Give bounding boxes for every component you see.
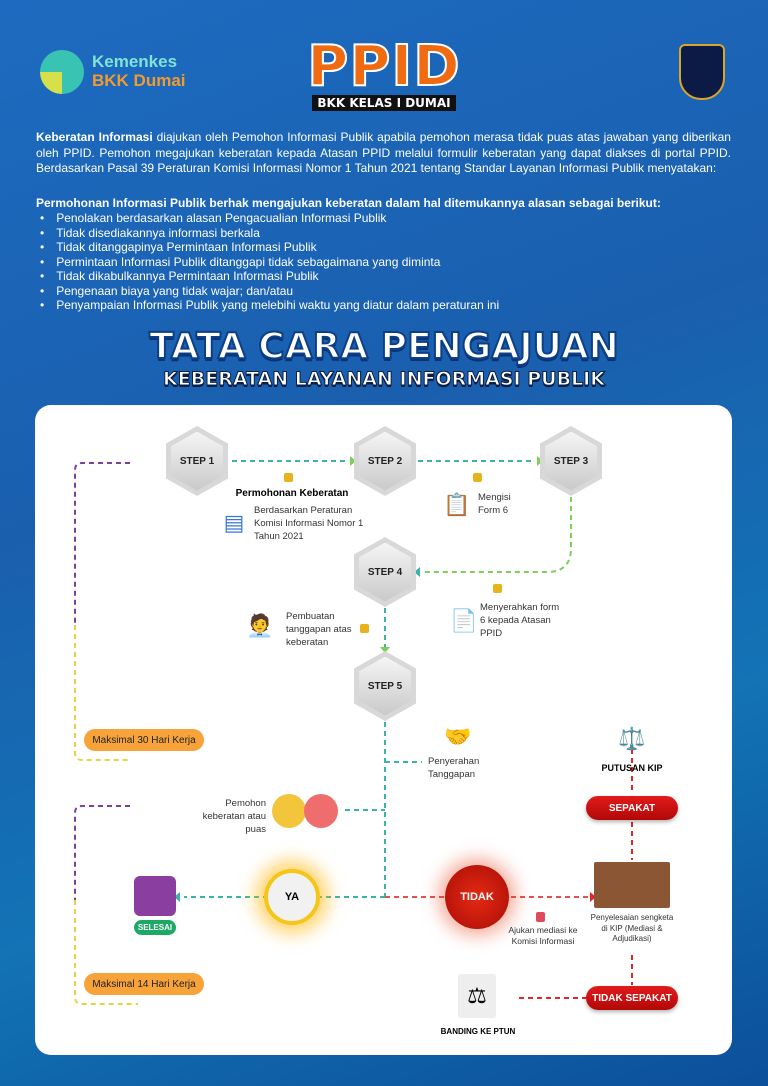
connector	[517, 750, 633, 999]
sepakat-pill: SEPAKAT	[586, 796, 678, 820]
emblem-icon	[679, 44, 725, 100]
court-icon	[594, 862, 670, 908]
happy-face-icon	[272, 794, 306, 828]
kemenkes-logo-icon	[40, 50, 84, 94]
document-gavel-icon: ⚖	[458, 974, 496, 1018]
clock-icon	[360, 624, 369, 633]
max-14-days-pill: Maksimal 14 Hari Kerja	[84, 973, 204, 995]
clock-icon	[493, 584, 502, 593]
step-4: STEP 4	[354, 537, 416, 607]
list-item: Penyampaian Informasi Publik yang melebi…	[36, 298, 499, 313]
clock-icon	[284, 473, 293, 482]
logo-line2: BKK Dumai	[92, 71, 186, 90]
max-30-days-pill: Maksimal 30 Hari Kerja	[84, 729, 204, 751]
list-item: Penolakan berdasarkan alasan Pengacualia…	[36, 211, 499, 226]
mengisi-label: Mengisi Form 6	[478, 492, 511, 516]
officer-icon: 🧑‍💼	[246, 613, 274, 638]
bracket-30	[74, 462, 130, 625]
intro-text: diajukan oleh Pemohon Informasi Publik a…	[36, 130, 731, 175]
done-icon	[134, 876, 176, 916]
berdasarkan-label: Berdasarkan Peraturan Komisi Informasi N…	[254, 505, 364, 542]
intro-paragraph: Keberatan Informasi diajukan oleh Pemoho…	[36, 130, 731, 177]
mediation-icon	[536, 912, 545, 922]
permohonan-label: Permohonan Keberatan	[235, 488, 349, 499]
reasons-lead: Permohonan Informasi Publik berhak menga…	[36, 196, 661, 210]
penyerahan-label: Penyerahan Tanggapan	[428, 756, 480, 780]
clipboard-icon: 📋	[443, 492, 471, 517]
list-item: Pengenaan biaya yang tidak wajar; dan/at…	[36, 284, 499, 299]
banding-label: BANDING KE PTUN	[440, 1027, 516, 1036]
menyerahkan-label: Menyerahkan form 6 kepada Atasan PPID	[480, 602, 560, 639]
handshake-book-icon: 🤝	[444, 724, 472, 749]
putusan-label: PUTUSAN KIP	[601, 763, 663, 773]
logo-line1: Kemenkes	[92, 52, 178, 71]
step-5: STEP 5	[354, 651, 416, 721]
list-item: Tidak dikabulkannya Permintaan Informasi…	[36, 269, 499, 284]
selesai-badge: SELESAI	[134, 920, 176, 935]
bracket-14	[74, 805, 130, 900]
pemohon-label: Pemohon keberatan atau puas	[202, 798, 266, 835]
intro-bold: Keberatan Informasi	[36, 130, 153, 144]
reasons-list: Penolakan berdasarkan alasan Pengacualia…	[36, 211, 499, 313]
ppid-title: PPID	[306, 33, 461, 100]
list-item: Tidak disediakannya informasi berkala	[36, 226, 499, 241]
clock-icon	[473, 473, 482, 482]
section-subtitle: KEBERATAN LAYANAN INFORMASI PUBLIK	[163, 368, 606, 391]
bracket-30	[74, 625, 130, 761]
ajukan-label: Ajukan mediasi ke Komisi Informasi	[508, 925, 578, 946]
ya-node: YA	[264, 869, 320, 925]
document-icon: ▤	[223, 510, 245, 535]
list-item: Tidak ditanggapinya Permintaan Informasi…	[36, 240, 499, 255]
tidak-node: TIDAK	[445, 865, 509, 929]
pembuatan-label: Pembuatan tanggapan atas keberatan	[286, 611, 352, 648]
sad-face-icon	[304, 794, 338, 828]
penyelesaian-label: Penyelesaian sengketa di KIP (Mediasi & …	[590, 913, 674, 943]
bracket-14	[74, 900, 138, 1005]
scales-icon: ⚖️	[618, 726, 646, 751]
tidak-sepakat-pill: TIDAK SEPAKAT	[586, 986, 678, 1010]
list-item: Permintaan Informasi Publik ditanggapi t…	[36, 255, 499, 270]
ppid-subtitle: BKK KELAS I DUMAI	[312, 95, 456, 111]
handover-form-icon: 📄	[450, 608, 478, 633]
section-title: TATA CARA PENGAJUAN	[148, 325, 619, 368]
